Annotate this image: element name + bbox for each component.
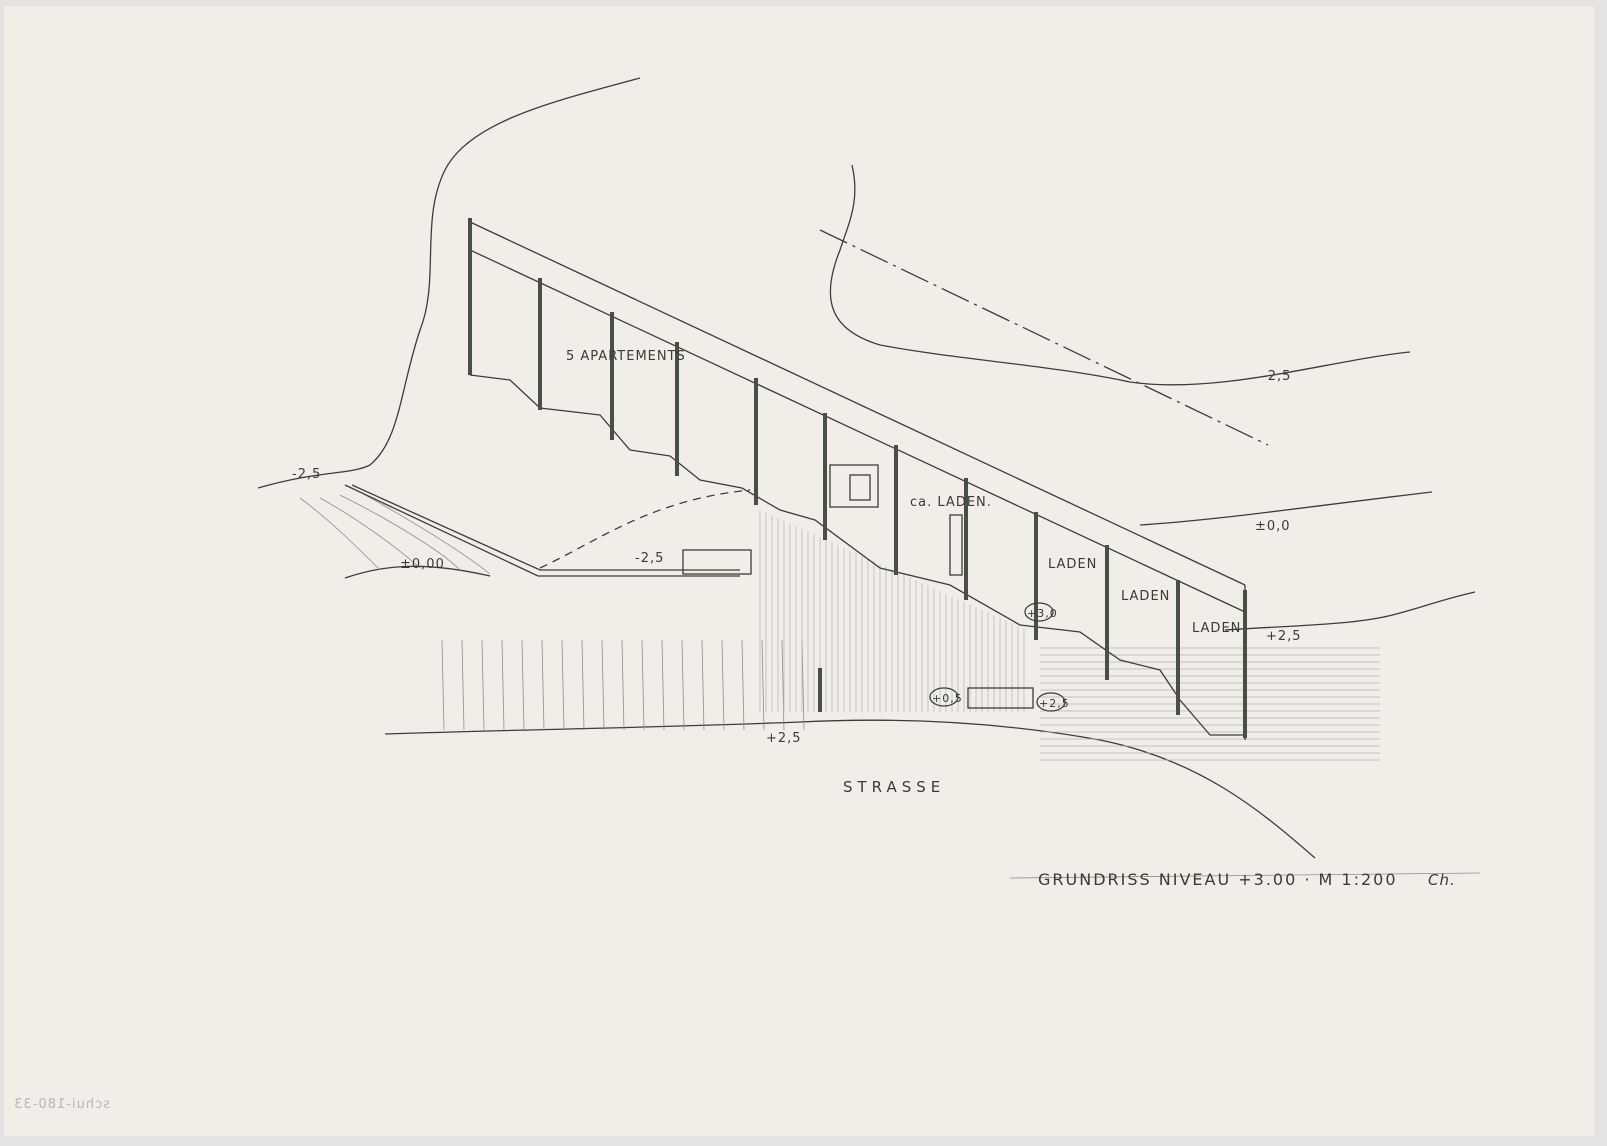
label-ca-laden: ca. LADEN. [910, 495, 992, 510]
hatch-line [601, 639, 605, 731]
signature: Ch. [1428, 871, 1456, 889]
axis-line [819, 229, 1269, 446]
building-edge-outer [469, 221, 1246, 586]
building-edge-inner [469, 249, 1246, 613]
hatch-line [481, 639, 485, 731]
drawing-title: GRUNDRISS NIVEAU +3.00 · M 1:200 [1038, 870, 1398, 889]
stepped-facade [469, 374, 1245, 736]
terrain-contour-left [257, 77, 641, 489]
terrain-contour-right-mid [1139, 491, 1433, 526]
hatch-line [441, 639, 445, 731]
terrain-contour-right-low [1224, 591, 1476, 631]
retaining-wall [344, 484, 740, 577]
hatch-line [581, 639, 585, 731]
street-label: STRASSE [843, 778, 945, 796]
drawing-sheet [4, 6, 1594, 1136]
label-apartments: 5 APARTEMENTS [566, 349, 686, 364]
label-laden-3: LADEN [1192, 621, 1241, 636]
level-shop: +3,0 [1027, 607, 1058, 620]
hatch-line [541, 639, 545, 731]
stair-core [682, 464, 1034, 709]
label-laden-1: LADEN [1048, 557, 1097, 572]
hatch-line [641, 639, 645, 731]
hatch-line [521, 639, 525, 731]
hatch-line [461, 639, 465, 731]
level-entry: -2,5 [635, 551, 664, 566]
hatch-line [721, 639, 725, 731]
hatch-line [501, 639, 505, 731]
central-hatched-area [759, 510, 1025, 712]
hatch-line [761, 639, 765, 731]
terrain-contour-left-low [344, 565, 491, 579]
street-vertical-hatch [441, 639, 805, 731]
terrain-contour-right-top [829, 164, 1411, 386]
hatch-line [561, 639, 565, 731]
level-right-top: -2,5 [1262, 369, 1291, 384]
right-horizontal-hatch [1040, 647, 1380, 761]
hatch-line [661, 639, 665, 731]
slope-hatching-left [299, 491, 491, 575]
retaining-wall-inner [351, 484, 740, 571]
hatch-line [701, 639, 705, 731]
level-right-middle: ±0,0 [1255, 519, 1291, 534]
hatch-line [741, 639, 745, 731]
hatch-line [621, 639, 625, 731]
structural-walls [468, 218, 1247, 738]
level-left-top: -2,5 [292, 467, 321, 482]
archive-number: schui-180-33 [13, 1097, 110, 1112]
level-right-bottom: +2,5 [1266, 629, 1302, 644]
level-left-bottom: ±0,00 [400, 557, 445, 572]
level-ramp-low: +0,5 [932, 692, 963, 705]
level-street: +2,5 [766, 731, 802, 746]
dashed-path-left [539, 489, 751, 569]
label-laden-2: LADEN [1121, 589, 1170, 604]
level-ramp-high: +2,5 [1039, 697, 1070, 710]
street-edge [384, 719, 1316, 859]
hatch-line [781, 639, 785, 731]
hatch-line [681, 639, 685, 731]
